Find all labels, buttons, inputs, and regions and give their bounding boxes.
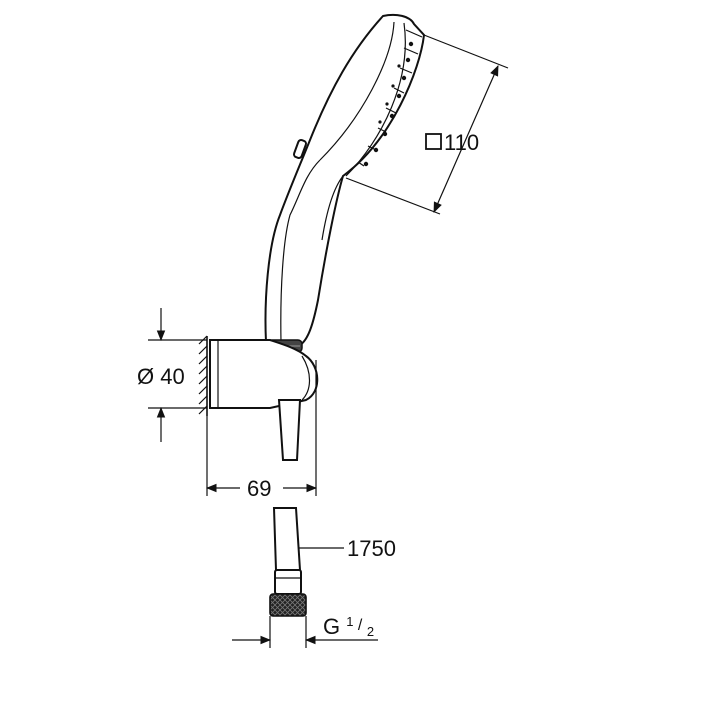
handle-seam [280,159,321,343]
extension-line-bottom [345,177,441,215]
dimension-spray-face: 110 [345,34,509,215]
handle-front-line [321,175,344,241]
dimension-connection-thread: G 1 / 2 [232,613,378,648]
diameter-label: Ø 40 [137,364,185,389]
square-symbol [425,133,442,150]
wall-bracket [209,339,319,409]
thread-numerator: 1 [346,614,353,629]
thread-g: G [323,614,346,639]
shower-hose [269,507,307,617]
wall-holder [198,335,319,461]
dimension-arrow-line [433,65,499,213]
dimension-holder-diameter: Ø 40 [137,308,207,442]
spray-nozzles [363,41,414,167]
thread-size-label: G 1 / 2 [323,613,374,639]
hose-upper-section [277,399,302,461]
spray-face-grooves [357,29,423,167]
wall-hatch [198,335,208,416]
thread-denominator: 2 [367,624,374,639]
hose-ferrule [274,569,302,595]
projection-label: 69 [247,476,271,501]
spray-selector-button [293,139,307,159]
dimension-hose-length: 1750 [298,536,396,561]
knurled-nut [269,593,307,617]
hand-shower-body [264,13,426,348]
spray-face-size-label: 110 [444,130,479,155]
hose-length-label: 1750 [347,536,396,561]
extension-line-top [423,34,509,69]
dimension-projection: 69 [205,360,318,501]
hand-shower [264,13,426,353]
hose-lower-section [272,507,302,571]
thread-slash: / [358,617,363,634]
spray-face-inner [319,21,395,161]
